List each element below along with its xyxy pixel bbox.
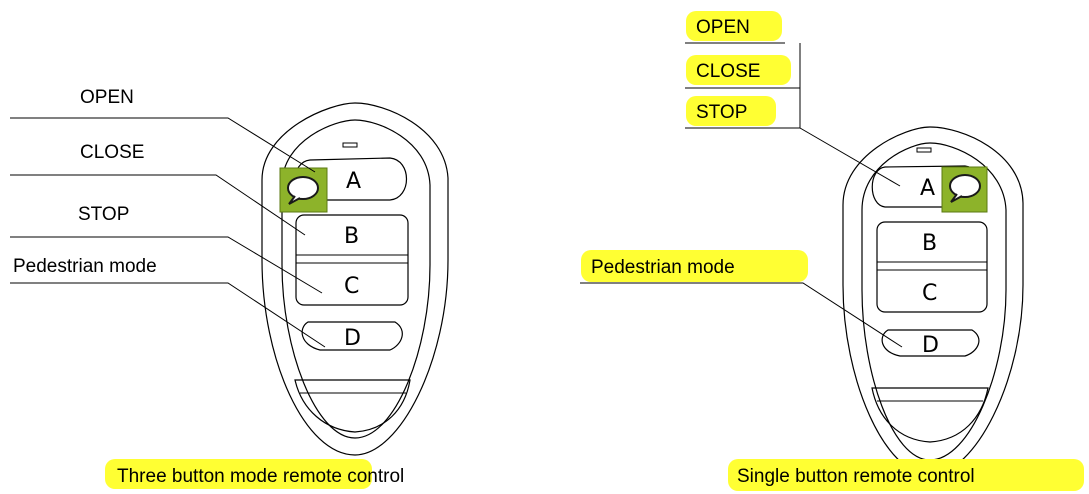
left-button-a-label: A xyxy=(346,169,361,194)
right-label-table xyxy=(685,42,801,129)
left-button-b[interactable] xyxy=(295,214,409,306)
left-remote-inner-body xyxy=(281,119,431,439)
left-leader-lines xyxy=(10,117,326,348)
left-label-close: CLOSE xyxy=(80,142,144,163)
right-stop-highlight xyxy=(686,96,776,126)
right-caption-highlight xyxy=(728,459,1084,491)
right-label-pedestrian: Pedestrian mode xyxy=(591,257,735,278)
right-remote-diagram: A B C D xyxy=(842,126,1024,476)
right-remote-outer-body xyxy=(842,126,1024,476)
right-open-highlight xyxy=(686,11,782,41)
right-caption: Single button remote control xyxy=(737,466,975,487)
right-close-highlight xyxy=(686,55,791,85)
right-button-b[interactable] xyxy=(876,221,988,313)
left-label-pedestrian: Pedestrian mode xyxy=(13,256,157,277)
comment-icon[interactable] xyxy=(941,166,988,213)
left-remote-outer-body xyxy=(261,102,449,456)
left-remote-diagram: A B C D xyxy=(261,102,449,456)
comment-icon[interactable] xyxy=(279,167,328,213)
right-pedestrian-highlight xyxy=(581,250,808,282)
right-label-open: OPEN xyxy=(696,17,750,38)
left-caption-highlight xyxy=(105,459,372,489)
left-remote-bottom-ring xyxy=(294,379,411,433)
right-button-d[interactable] xyxy=(881,329,980,357)
right-remote-bottom-ring xyxy=(871,387,989,443)
right-label-stop: STOP xyxy=(696,102,747,123)
right-button-c-label: C xyxy=(922,281,937,306)
left-button-d-label: D xyxy=(344,326,361,351)
left-caption: Three button mode remote control xyxy=(117,466,404,487)
left-button-b-label: B xyxy=(344,224,359,249)
right-led-indicator xyxy=(916,147,932,153)
right-button-d-label: D xyxy=(922,333,939,358)
right-remote-inner-body xyxy=(861,142,1007,461)
left-button-d[interactable] xyxy=(301,321,403,351)
left-label-open: OPEN xyxy=(80,87,134,108)
left-led-indicator xyxy=(342,142,358,148)
right-label-close: CLOSE xyxy=(696,61,760,82)
right-button-a-label: A xyxy=(920,176,935,201)
left-button-c-label: C xyxy=(344,274,359,299)
left-label-stop: STOP xyxy=(78,204,129,225)
right-button-b-label: B xyxy=(922,231,937,256)
